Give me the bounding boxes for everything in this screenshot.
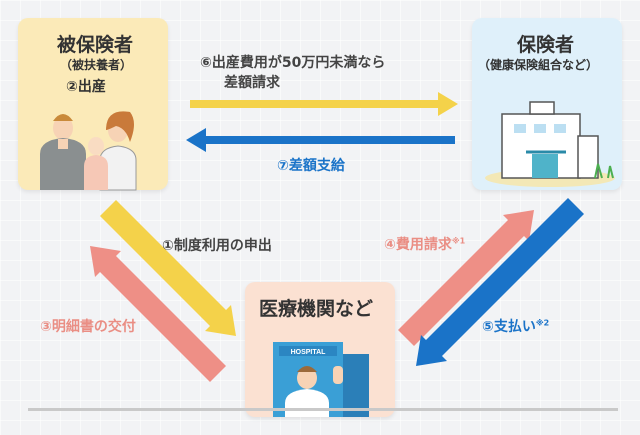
birth-label: ②出産 (66, 79, 106, 95)
insured-person-box (18, 18, 168, 191)
medical-title: 医療機関など (259, 298, 374, 320)
step4-text: ④費用請求 (384, 237, 452, 253)
step6-label-line1: ⑥出産費用が50万円未満なら (200, 55, 386, 71)
family-illustration (40, 111, 137, 191)
insurer-box (472, 18, 622, 190)
insured-subtitle: （被扶養者） (60, 58, 133, 72)
step5-note: ※2 (535, 318, 550, 328)
ground-line (28, 408, 618, 411)
step4-note: ※1 (451, 236, 466, 246)
step7-arrow (186, 128, 455, 152)
insured-title: 被保険者 (57, 34, 134, 56)
step4-arrow (398, 210, 534, 346)
insurer-title: 保険者 (517, 34, 575, 56)
step5-label: ⑤支払い※2 (482, 316, 549, 336)
insurer-subtitle: （健康保険組合など） (478, 58, 599, 72)
step4-label: ④費用請求※1 (384, 234, 465, 254)
step6-arrow (190, 92, 458, 116)
step3-label: ③明細書の交付 (40, 319, 136, 335)
insurer-building-illustration (485, 101, 615, 187)
step6-label-line2: 差額請求 (224, 75, 280, 91)
step3-arrow (90, 246, 226, 382)
hospital-sign-text: HOSPITAL (291, 349, 327, 356)
step5-text: ⑤支払い (482, 319, 536, 335)
step1-arrow (100, 200, 236, 336)
step5-arrow (416, 198, 584, 366)
step1-label: ①制度利用の申出 (162, 238, 272, 254)
step7-label: ⑦差額支給 (277, 158, 345, 174)
